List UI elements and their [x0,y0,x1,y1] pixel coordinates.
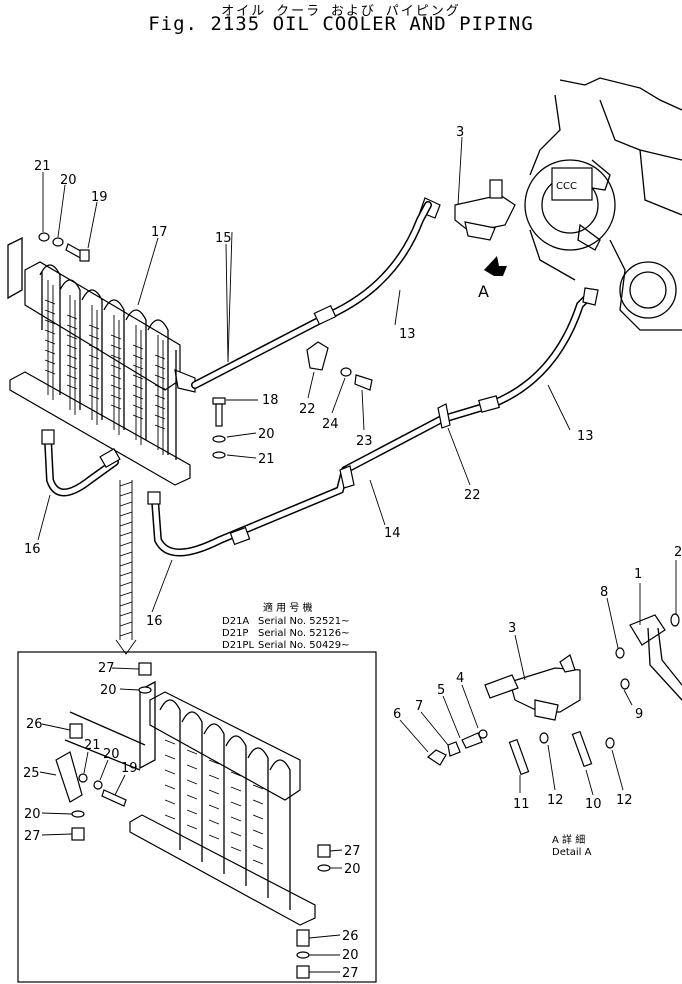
serial-model-3: D21PL [222,640,254,651]
engine-block: CCC [524,77,682,331]
callout-20: 20 [60,173,77,188]
pipe-15 [227,231,233,363]
callout-6: 6 [393,707,401,722]
callout-27: 27 [98,661,115,676]
callout-12: 12 [547,793,564,808]
callout-12: 12 [616,793,633,808]
clamp-set [306,341,471,489]
serial-number-1: Serial No. 52521~ [258,616,349,627]
callout-15: 15 [215,231,232,246]
callout-20: 20 [100,683,117,698]
oil-cooler-main [7,236,196,486]
serial-number-2: Serial No. 52126~ [258,628,349,639]
detail-caption-jp: A 詳 細 [552,833,585,846]
serial-number-3: Serial No. 50429~ [258,640,349,651]
detail-caption-en: Detail A [552,847,592,858]
callout-1: 1 [634,567,642,582]
serial-variant-inset [17,651,377,983]
callout-27: 27 [24,829,41,844]
callout-27: 27 [342,966,359,981]
callout-25: 25 [23,766,40,781]
callout-20: 20 [24,807,41,822]
figure-title: Fig. 2135 OIL COOLER AND PIPING [148,13,534,35]
callout-9: 9 [635,707,643,722]
callout-8: 8 [600,585,608,600]
callout-27: 27 [344,844,361,859]
callout-labels: 3 21 20 19 17 15 13 18 20 21 22 24 23 13… [23,125,682,981]
callout-21: 21 [34,159,51,174]
callout-20: 20 [258,427,275,442]
callout-22: 22 [464,488,481,503]
callout-18: 18 [262,393,279,408]
callout-3: 3 [456,125,464,140]
callout-17: 17 [151,225,168,240]
bolt-washer-set-top [38,172,98,262]
view-arrow-a: A [478,256,507,301]
callout-26: 26 [342,929,359,944]
callout-20: 20 [344,862,361,877]
hose-13-lower [341,287,599,474]
callout-16: 16 [146,614,163,629]
callout-20: 20 [342,948,359,963]
callout-3: 3 [508,621,516,636]
callout-13: 13 [399,327,416,342]
callout-2: 2 [674,545,682,560]
hose-13-upper [191,201,432,389]
detail-a-assembly [399,560,682,796]
hose-14 [147,466,349,557]
cooler-tubes [39,264,169,455]
callout-4: 4 [456,671,464,686]
adapter-fitting-main [419,136,516,241]
callout-16: 16 [24,542,41,557]
callout-11: 11 [513,797,530,812]
callout-19: 19 [91,190,108,205]
callout-24: 24 [322,417,339,432]
callout-21: 21 [84,738,101,753]
view-label-a: A [478,282,489,301]
callout-5: 5 [437,683,445,698]
callout-20: 20 [103,747,120,762]
callout-19: 19 [121,761,138,776]
callout-26: 26 [26,717,43,732]
bolt-washer-set-lower [212,397,258,459]
hose-16-left [41,429,121,497]
callout-22: 22 [299,402,316,417]
title-japanese: オイル クーラ および パイピング [221,4,461,19]
leader-lines [37,237,571,613]
serial-model-1: D21A [222,616,249,627]
callout-7: 7 [415,699,423,714]
callout-10: 10 [585,797,602,812]
svg-text:CCC: CCC [556,181,577,192]
callout-14: 14 [384,526,401,541]
serial-table-header: 適 用 号 機 [263,601,313,614]
serial-model-2: D21P [222,628,248,639]
callout-23: 23 [356,434,373,449]
serial-table: 適 用 号 機 D21A Serial No. 52521~ D21P Seri… [222,601,349,651]
callout-13: 13 [577,429,594,444]
detail-pointer-arrow [115,480,137,655]
callout-21: 21 [258,452,275,467]
